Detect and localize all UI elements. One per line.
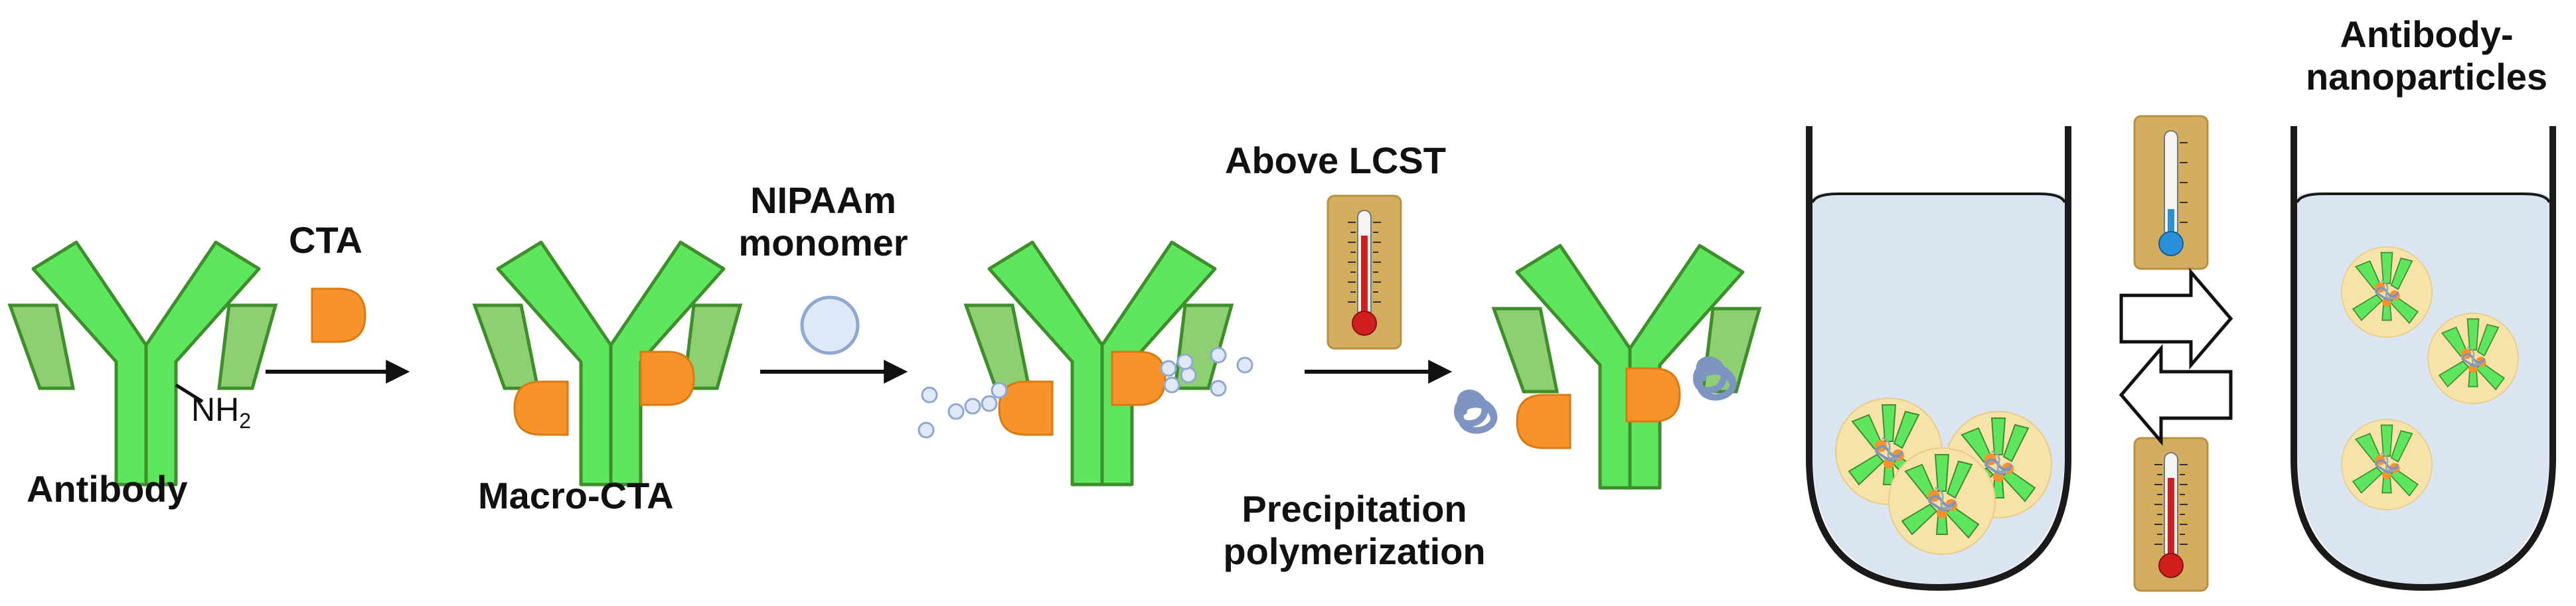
polymer-coil-left <box>1457 393 1494 431</box>
anp-line2: nanoparticles <box>2305 56 2548 98</box>
free-monomers <box>918 346 1253 439</box>
arrow-left-hollow <box>2119 344 2233 446</box>
nh2-text: NH <box>191 391 240 428</box>
anp-line1: Antibody- <box>2340 13 2514 55</box>
antibody-nanoparticles-label: Antibody- nanoparticles <box>2284 13 2569 98</box>
thermometer-cold <box>2133 115 2209 270</box>
stage3-right-cta <box>1111 350 1167 406</box>
arrow-right-hollow <box>2119 267 2233 370</box>
precipitation-label: Precipitation polymerization <box>1208 488 1500 573</box>
macro-cta-label: Macro-CTA <box>478 475 674 516</box>
stage4-left-cta <box>1516 394 1571 449</box>
thermometer-hot-2 <box>2133 437 2209 592</box>
precip-line1: Precipitation <box>1242 488 1467 530</box>
stage4-right-cta <box>1625 367 1681 423</box>
nh2-subscript: 2 <box>239 409 252 433</box>
above-lcst-label: Above LCST <box>1225 139 1446 181</box>
nipaam-line1: NIPAAm <box>750 179 896 221</box>
nh2-label: NH2 <box>191 388 251 442</box>
cta-unit <box>311 287 366 343</box>
macro-cta-right-cta <box>639 350 695 406</box>
nipaam-label: NIPAAm monomer <box>724 179 923 264</box>
thermometer-hot <box>1327 194 1402 350</box>
macro-cta-antibody <box>475 242 740 485</box>
antibody-label: Antibody <box>27 468 188 510</box>
nipaam-line2: monomer <box>738 222 908 264</box>
cta-label: CTA <box>289 219 362 261</box>
macro-cta-left-cta <box>513 380 569 436</box>
antibody-1 <box>10 242 276 485</box>
precip-line2: polymerization <box>1223 530 1486 572</box>
nipaam-monomer <box>800 295 860 355</box>
